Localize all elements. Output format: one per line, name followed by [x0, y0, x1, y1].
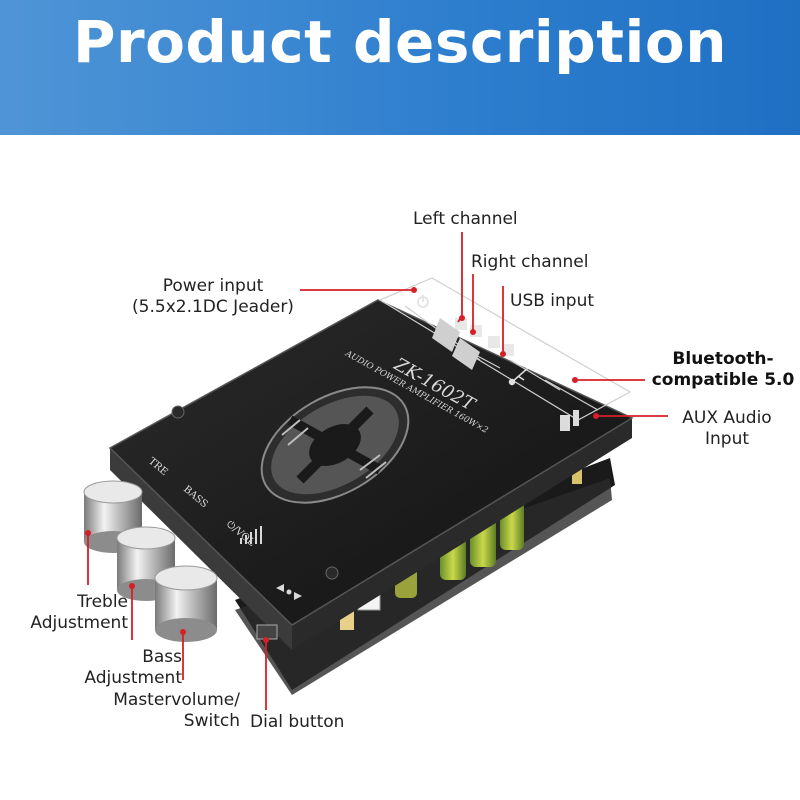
- power-symbol-icon: [417, 295, 429, 308]
- page-title: Product description: [72, 8, 728, 76]
- label-bluetooth-line2: compatible 5.0: [651, 370, 795, 390]
- label-treble: Treble Adjustment: [20, 592, 128, 634]
- label-bass-line2: Adjustment: [84, 668, 182, 688]
- label-treble-line2: Adjustment: [30, 613, 128, 633]
- callout-dots: [85, 287, 599, 643]
- label-aux-input: AUX Audio Input: [672, 408, 782, 450]
- label-dial-button: Dial button: [250, 712, 345, 732]
- screw-hole: [171, 405, 185, 419]
- label-treble-line1: Treble: [77, 592, 128, 612]
- label-master-line1: Mastervolume/: [113, 690, 240, 710]
- label-aux-line1: AUX Audio: [682, 408, 772, 428]
- usb-icon: [508, 367, 529, 386]
- label-power-input-line2: (5.5x2.1DC Jeader): [132, 297, 294, 317]
- label-power-input: Power input (5.5x2.1DC Jeader): [128, 276, 298, 318]
- label-left-channel: Left channel: [413, 209, 518, 229]
- volume-bars-icon: [240, 526, 262, 544]
- speaker-terminals: [432, 318, 514, 370]
- label-bass: Bass Adjustment: [60, 647, 182, 689]
- dial-button[interactable]: [256, 624, 278, 640]
- label-bluetooth-line1: Bluetooth-: [672, 349, 774, 369]
- aux-jack-icon: [560, 410, 579, 431]
- fan-grille-icon: [260, 386, 410, 504]
- label-bass-line1: Bass: [142, 647, 182, 667]
- master-volume-knob[interactable]: [154, 565, 218, 642]
- label-power-input-line1: Power input: [162, 276, 264, 296]
- label-usb-input: USB input: [510, 291, 595, 311]
- label-master-volume: Mastervolume/ Switch: [100, 690, 240, 732]
- label-bluetooth: Bluetooth- compatible 5.0: [648, 349, 798, 391]
- arrow-indicator-icon: [276, 584, 302, 600]
- label-aux-line2: Input: [704, 429, 750, 449]
- screw-hole: [325, 566, 339, 580]
- label-right-channel: Right channel: [471, 252, 589, 272]
- header-banner: Product description: [0, 0, 800, 135]
- label-master-line2: Switch: [183, 711, 240, 731]
